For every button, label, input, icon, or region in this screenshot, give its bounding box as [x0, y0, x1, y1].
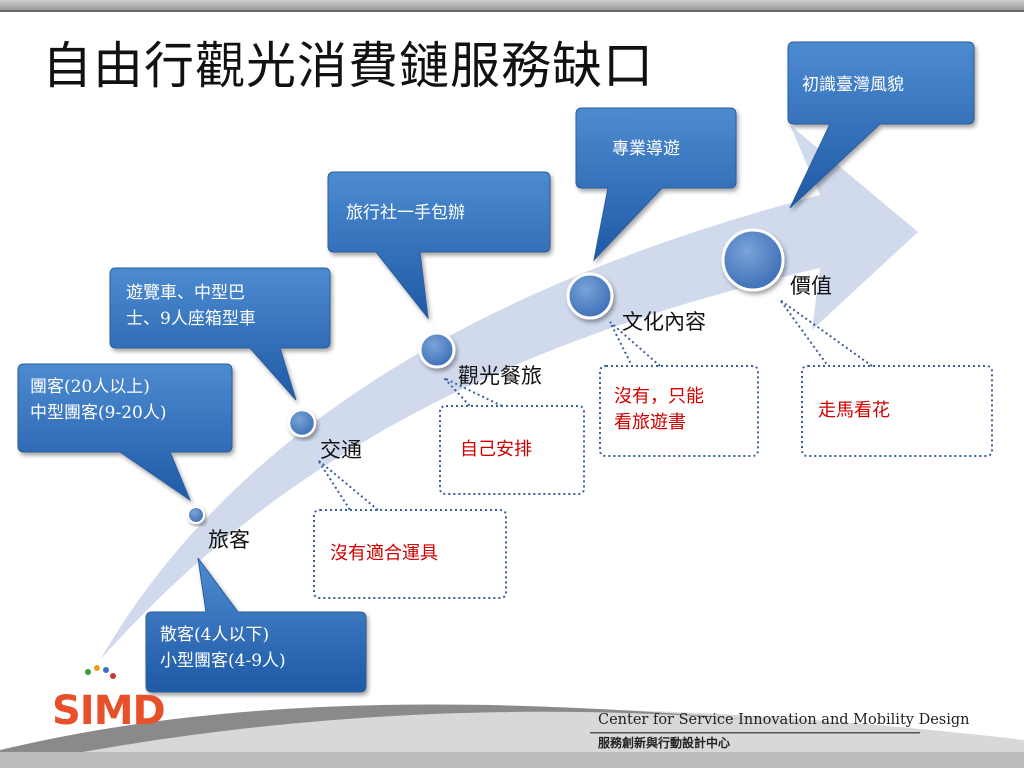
callout-individual: 散客(4人以下) 小型團客(4-9人) — [160, 622, 286, 674]
footer-org-en: Center for Service Innovation and Mobili… — [598, 712, 970, 728]
stage-label-traveler: 旅客 — [208, 528, 250, 552]
stage-dot-value — [721, 228, 785, 292]
callout-group: 團客(20人以上) 中型團客(9-20人) — [30, 374, 166, 426]
stage-label-transport: 交通 — [320, 438, 362, 462]
stage-dot-culture — [566, 272, 614, 320]
callout-vehicle-shape — [109, 267, 331, 401]
gap-culture: 沒有，只能 看旅遊書 — [614, 384, 704, 436]
progress-arrow — [100, 125, 918, 660]
gap-culture-line-1: 沒有，只能 — [614, 386, 704, 407]
gap-dining-line-1: 自己安排 — [460, 439, 532, 460]
callout-individual-line-2: 小型團客(4-9人) — [160, 651, 286, 671]
stage-dot-traveler — [187, 506, 205, 524]
top-line — [0, 10, 1024, 12]
callout-individual-line-1: 散客(4人以下) — [160, 625, 270, 645]
callout-guide-shape — [575, 107, 737, 262]
gap-value-line-1: 走馬看花 — [818, 400, 890, 421]
footer-swoosh-dark — [0, 704, 760, 768]
slide-title: 自由行觀光消費鏈服務缺口 — [42, 37, 654, 95]
gap-dining: 自己安排 — [460, 437, 532, 463]
footer-bar — [0, 752, 1024, 768]
gap-transport-line-1: 沒有適合運具 — [330, 543, 438, 564]
gap-culture-border — [599, 321, 759, 457]
callout-agency: 旅行社一手包辦 — [346, 200, 465, 226]
gap-culture-line-2: 看旅遊書 — [614, 412, 686, 433]
stage-label-culture: 文化內容 — [622, 310, 706, 334]
callout-agency-shape — [327, 171, 551, 320]
gap-transport-border — [313, 459, 507, 599]
callout-vehicle-line-1: 遊覽車、中型巴 — [126, 283, 245, 303]
callout-guide-line-1: 專業導遊 — [612, 139, 680, 159]
gap-value: 走馬看花 — [818, 398, 890, 424]
stage-dot-transport — [287, 408, 317, 438]
stage-label-dining: 觀光餐旅 — [458, 364, 542, 388]
callout-individual-shape — [145, 557, 367, 693]
callout-guide: 專業導遊 — [612, 136, 680, 162]
callout-vehicle: 遊覽車、中型巴 士、9人座箱型車 — [126, 280, 256, 332]
gap-value-border — [779, 299, 993, 457]
callout-group-shape — [17, 363, 233, 502]
footer-line — [590, 732, 920, 734]
callout-agency-line-1: 旅行社一手包辦 — [346, 203, 465, 223]
stage-label-value: 價值 — [790, 274, 832, 298]
logo-figure-icon — [85, 665, 116, 679]
stage-dot-dining — [418, 331, 456, 369]
callout-group-line-1: 團客(20人以上) — [30, 377, 150, 397]
callout-taiwan-line-1: 初識臺灣風貌 — [802, 75, 904, 95]
footer-org-zh: 服務創新與行動設計中心 — [598, 736, 731, 750]
callout-taiwan-shape — [787, 41, 975, 209]
callout-group-line-2: 中型團客(9-20人) — [30, 403, 167, 423]
gap-transport: 沒有適合運具 — [330, 541, 438, 567]
callout-vehicle-line-2: 士、9人座箱型車 — [126, 309, 256, 329]
gap-dining-border — [439, 377, 585, 495]
callout-taiwan: 初識臺灣風貌 — [802, 72, 904, 98]
logo: SIMD — [52, 688, 166, 734]
top-bar — [0, 0, 1024, 10]
